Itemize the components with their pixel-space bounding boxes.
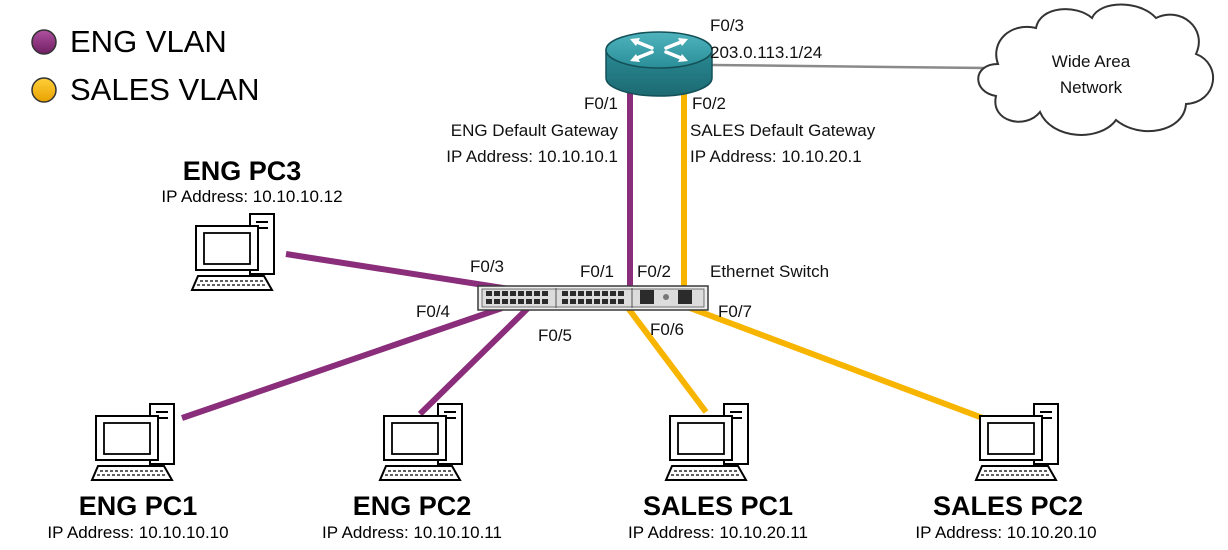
eng-pc1-link <box>181 305 503 421</box>
computer-icon <box>191 213 275 291</box>
eng-pc1-name: ENG PC1 <box>79 491 198 521</box>
legend-eng-label: ENG VLAN <box>70 24 227 59</box>
router-wan-ip-label: 203.0.113.1/24 <box>710 43 822 62</box>
sales-pc1-ip: IP Address: 10.10.20.11 <box>628 523 808 542</box>
wan-link <box>711 63 987 70</box>
eng-gateway-ip-label: IP Address: 10.10.10.1 <box>446 147 618 166</box>
eng-vlan-dot-icon <box>31 29 57 55</box>
sales-pc2: SALES PC2 IP Address: 10.10.20.10 <box>915 403 1097 542</box>
switch-port-f01-label: F0/1 <box>580 262 614 281</box>
computer-icon <box>91 403 175 481</box>
computer-icon <box>665 403 749 481</box>
switch-label: Ethernet Switch <box>710 262 829 281</box>
links <box>181 63 990 423</box>
eng-pc2: ENG PC2 IP Address: 10.10.10.11 <box>322 403 502 542</box>
sales-pc2-name: SALES PC2 <box>933 491 1083 521</box>
sales-vlan-dot-icon <box>31 77 57 103</box>
sales-pc1: SALES PC1 IP Address: 10.10.20.11 <box>628 403 808 542</box>
eng-pc3: ENG PC3 IP Address: 10.10.10.12 <box>161 156 343 291</box>
sales-pc1-link <box>625 306 709 414</box>
sales-pc2-ip: IP Address: 10.10.20.10 <box>915 523 1096 542</box>
eng-pc3-link <box>285 251 517 293</box>
switch-port-f02-label: F0/2 <box>637 262 671 281</box>
eng-pc2-link <box>417 305 531 417</box>
switch-icon <box>477 285 709 311</box>
router-icon <box>605 31 713 97</box>
eng-pc2-ip: IP Address: 10.10.10.11 <box>322 523 502 542</box>
cloud-label-line1: Wide Area <box>1052 52 1131 71</box>
switch-port-f03-label: F0/3 <box>470 257 504 276</box>
sales-pc2-link <box>688 305 990 423</box>
switch-port-f07-label: F0/7 <box>718 302 752 321</box>
router-wan-port-label: F0/3 <box>710 16 744 35</box>
computer-icon <box>379 403 463 481</box>
sales-gateway-label: SALES Default Gateway <box>690 121 876 140</box>
switch-port-f05-label: F0/5 <box>538 326 572 345</box>
eng-pc1-ip: IP Address: 10.10.10.10 <box>47 523 228 542</box>
eng-pc3-name: ENG PC3 <box>183 156 302 186</box>
router-eng-port-label: F0/1 <box>584 94 618 113</box>
switch-port-f04-label: F0/4 <box>416 302 450 321</box>
eng-pc3-ip: IP Address: 10.10.10.12 <box>161 187 342 206</box>
eng-gateway-label: ENG Default Gateway <box>451 121 619 140</box>
switch-port-f06-label: F0/6 <box>650 320 684 339</box>
legend-sales-label: SALES VLAN <box>70 72 260 107</box>
sales-pc1-name: SALES PC1 <box>643 491 793 521</box>
router-labels: F0/3 203.0.113.1/24 F0/1 ENG Default Gat… <box>446 16 875 166</box>
cloud-label-line2: Network <box>1060 78 1123 97</box>
legend: ENG VLAN SALES VLAN <box>31 24 260 107</box>
sales-gateway-ip-label: IP Address: 10.10.20.1 <box>690 147 862 166</box>
cloud-icon: Wide Area Network <box>977 3 1214 136</box>
switch-labels: Ethernet Switch F0/1 F0/2 F0/3 F0/4 F0/5… <box>416 257 829 345</box>
eng-pc1: ENG PC1 IP Address: 10.10.10.10 <box>47 403 229 542</box>
router-sales-port-label: F0/2 <box>692 94 726 113</box>
eng-pc2-name: ENG PC2 <box>353 491 472 521</box>
computer-icon <box>975 403 1059 481</box>
